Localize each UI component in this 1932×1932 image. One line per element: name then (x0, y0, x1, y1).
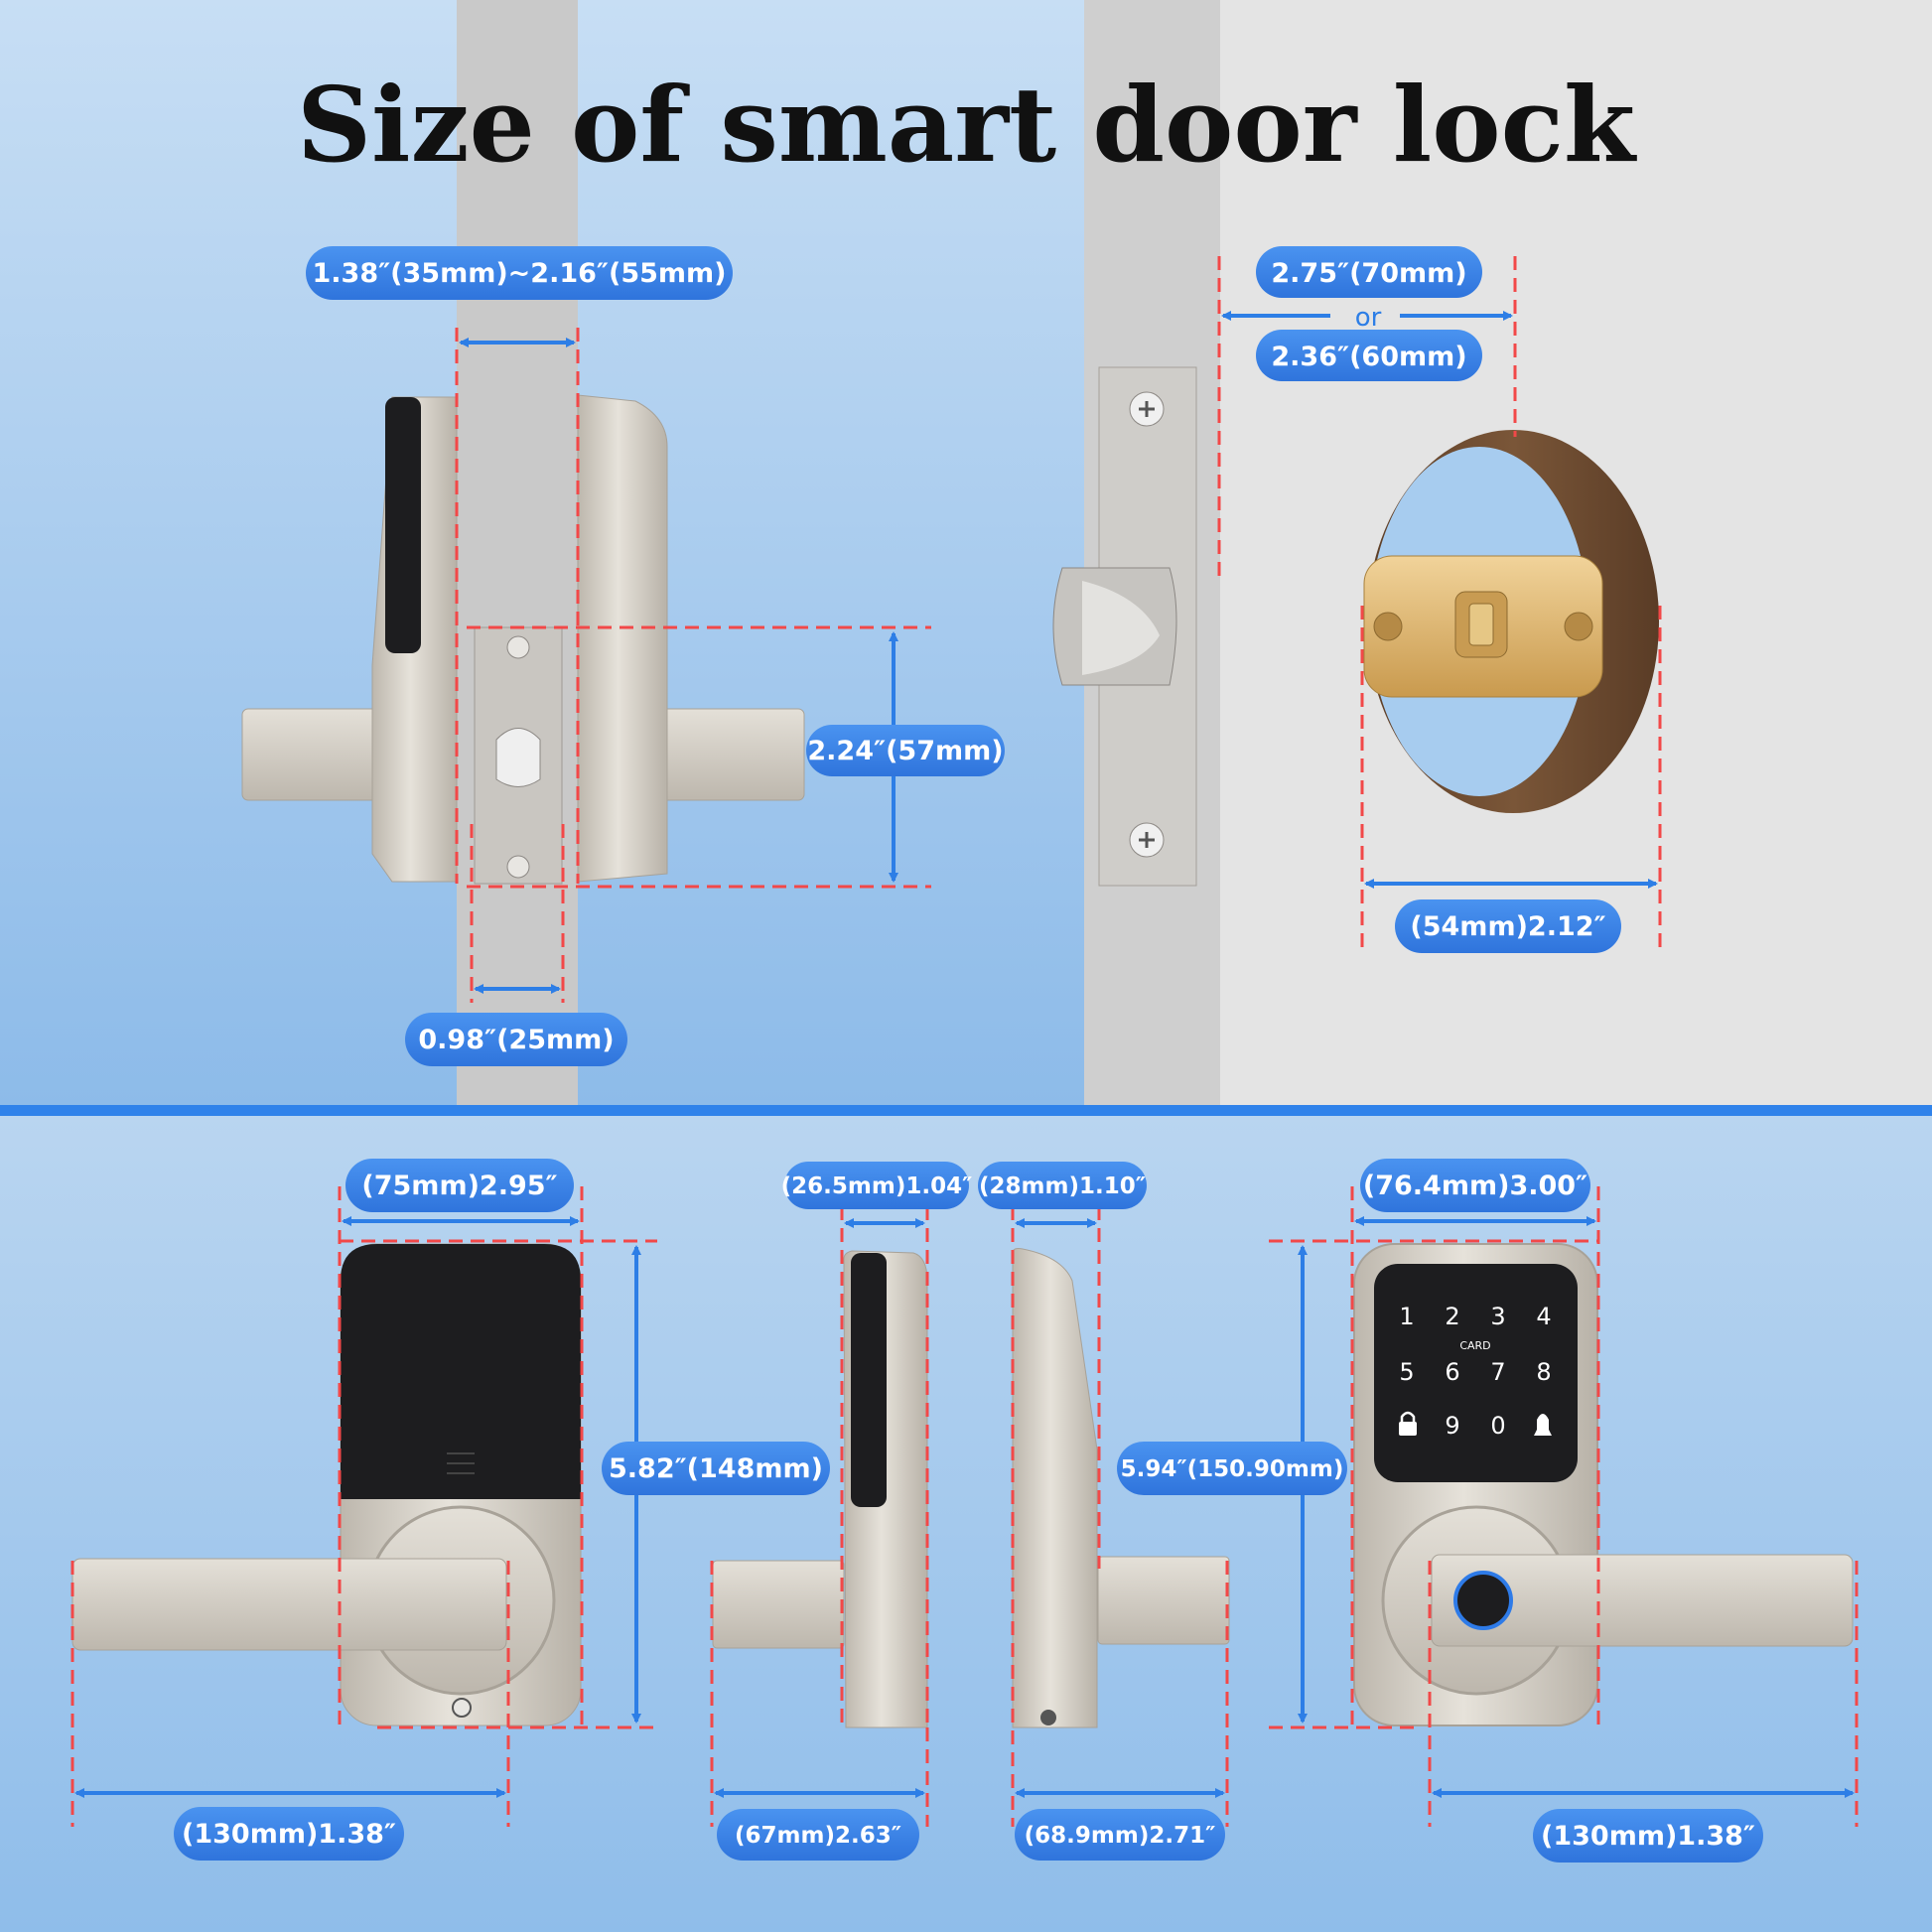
keypad-keys: 1 2 3 4 5 6 7 8 9 0 (1399, 1303, 1551, 1440)
pill-back-height: 5.94″(150.90mm) (1117, 1442, 1347, 1495)
side-view-1-lock (712, 1250, 928, 1728)
pill-side1-depth: (26.5mm)1.04″ (781, 1162, 973, 1209)
svg-text:(130mm)1.38″: (130mm)1.38″ (1541, 1821, 1755, 1852)
pill-side2-depth: (28mm)1.10″ (978, 1162, 1147, 1209)
pill-back-lever-length: (130mm)1.38″ (1533, 1809, 1763, 1863)
keypad-key: 2 (1445, 1303, 1459, 1330)
svg-text:5.82″(148mm): 5.82″(148mm) (609, 1453, 823, 1484)
top-left-guides (455, 328, 931, 1003)
fingerprint-sensor (1453, 1571, 1513, 1630)
side-view-2-guides (1011, 1206, 1229, 1827)
svg-text:5.94″(150.90mm): 5.94″(150.90mm) (1121, 1456, 1344, 1482)
door-edge-left (457, 0, 578, 1105)
doorbell-check-icon (1534, 1414, 1552, 1436)
side-view-2-arrows (1015, 1218, 1225, 1798)
pill-front-lever-length: (130mm)1.38″ (174, 1807, 404, 1861)
section-divider (0, 1105, 1932, 1116)
front-view-guides (70, 1186, 657, 1827)
svg-text:2.36″(60mm): 2.36″(60mm) (1271, 342, 1466, 372)
back-view-lock (1353, 1243, 1854, 1726)
pill-door-thickness: 1.38″(35mm)~2.16″(55mm) (306, 246, 733, 300)
lock-star-icon (1399, 1411, 1417, 1436)
keypad-key: 4 (1536, 1303, 1551, 1330)
top-right-guides (1217, 256, 1662, 948)
pill-backset-primary: 2.75″(70mm) (1256, 246, 1482, 298)
card-label: CARD (1459, 1339, 1490, 1352)
keypad-panel (1374, 1264, 1578, 1482)
pill-front-width: (75mm)2.95″ (345, 1159, 574, 1212)
keypad-key: 8 (1536, 1358, 1551, 1386)
pill-latch-plate-height: 2.24″(57mm) (806, 725, 1005, 776)
keypad-key: 0 (1490, 1412, 1505, 1440)
keypad-key: 6 (1445, 1358, 1459, 1386)
pill-side1-total-depth: (67mm)2.63″ (717, 1809, 919, 1861)
backset-or-label: or (1355, 303, 1382, 333)
keypad-key: 7 (1490, 1358, 1505, 1386)
svg-text:1.38″(35mm)~2.16″(55mm): 1.38″(35mm)~2.16″(55mm) (312, 258, 726, 289)
strike-plate-illustration (1052, 366, 1197, 887)
svg-text:(67mm)2.63″: (67mm)2.63″ (735, 1823, 901, 1849)
side-view-2-lock (1012, 1248, 1230, 1728)
pill-back-width: (76.4mm)3.00″ (1360, 1159, 1590, 1212)
page-title: Size of smart door lock (297, 64, 1637, 186)
top-right-arrows (1221, 311, 1658, 889)
keypad-key: 9 (1445, 1412, 1459, 1440)
pill-side2-total-depth: (68.9mm)2.71″ (1015, 1809, 1225, 1861)
svg-text:(130mm)1.38″: (130mm)1.38″ (182, 1819, 396, 1850)
pill-front-height: 5.82″(148mm) (602, 1442, 830, 1495)
bore-hole-illustration (1363, 430, 1659, 813)
keypad-key: 3 (1490, 1303, 1505, 1330)
pill-bore-diameter: (54mm)2.12″ (1395, 899, 1621, 953)
svg-text:0.98″(25mm): 0.98″(25mm) (418, 1025, 614, 1055)
svg-text:2.75″(70mm): 2.75″(70mm) (1271, 258, 1466, 289)
pill-latch-plate-width: 0.98″(25mm) (405, 1013, 627, 1066)
svg-text:2.24″(57mm): 2.24″(57mm) (807, 736, 1003, 766)
svg-text:(54mm)2.12″: (54mm)2.12″ (1410, 911, 1605, 942)
keypad-key: 5 (1399, 1358, 1414, 1386)
front-view-lock (71, 1243, 582, 1726)
side-view-1-guides (710, 1206, 929, 1827)
side-view-1-arrows (714, 1218, 925, 1798)
svg-text:(75mm)2.95″: (75mm)2.95″ (361, 1171, 557, 1201)
svg-text:(68.9mm)2.71″: (68.9mm)2.71″ (1025, 1823, 1216, 1849)
svg-text:(76.4mm)3.00″: (76.4mm)3.00″ (1363, 1171, 1587, 1201)
back-view-guides (1269, 1186, 1859, 1827)
svg-text:(28mm)1.10″: (28mm)1.10″ (979, 1173, 1146, 1199)
keypad-key: 1 (1399, 1303, 1414, 1330)
pill-backset-secondary: 2.36″(60mm) (1256, 330, 1482, 381)
svg-text:(26.5mm)1.04″: (26.5mm)1.04″ (781, 1173, 973, 1199)
